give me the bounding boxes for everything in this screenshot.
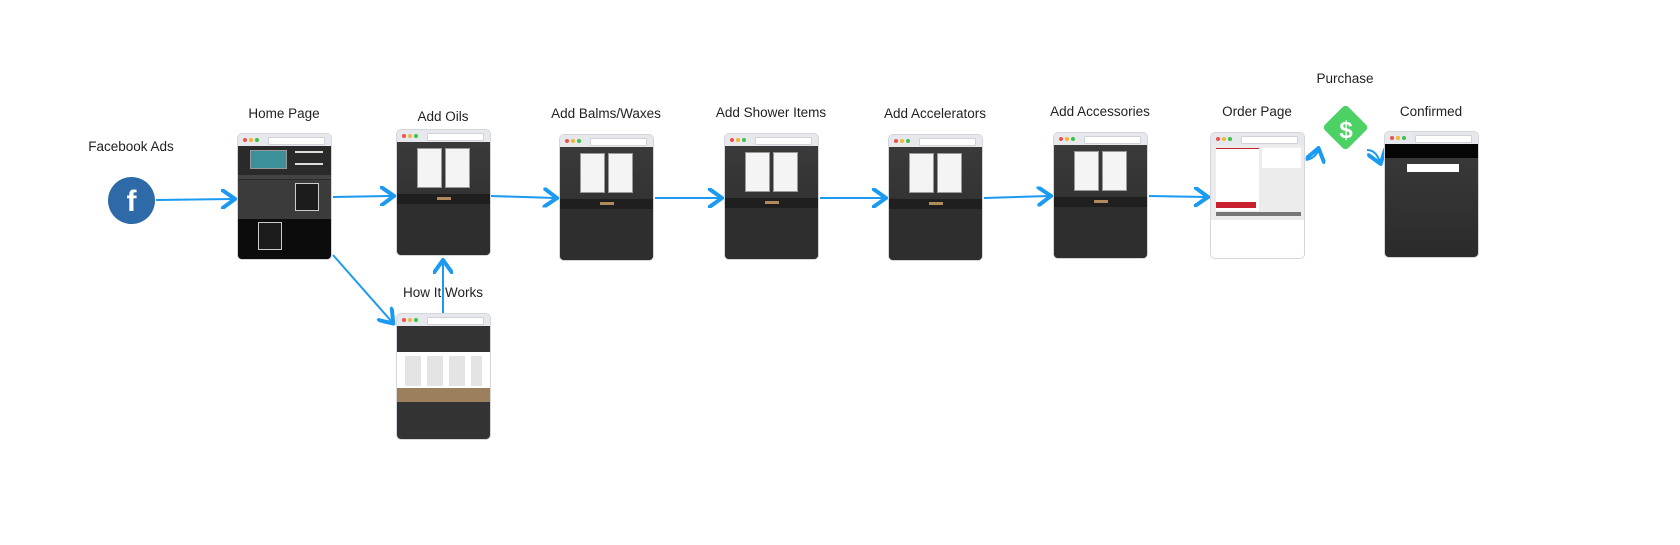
how-it-works-thumbnail[interactable] (396, 313, 491, 440)
arrow-order-purchase (1306, 150, 1318, 160)
accelerators-label: Add Accelerators (883, 106, 987, 121)
arrow-accessories-order (1148, 196, 1206, 197)
shower-label: Add Shower Items (715, 105, 827, 120)
home-page-thumbnail[interactable] (237, 133, 332, 260)
confirmed-label: Confirmed (1399, 104, 1463, 119)
confirmed-page-thumbnail[interactable] (1384, 131, 1479, 258)
balms-page-thumbnail[interactable] (559, 134, 654, 261)
accessories-label: Add Accessories (1050, 104, 1150, 119)
arrow-accelerators-accessories (983, 196, 1049, 198)
purchase-label: Purchase (1316, 71, 1374, 86)
accessories-page-thumbnail[interactable] (1053, 132, 1148, 259)
oils-page-thumbnail[interactable] (396, 129, 491, 256)
order-page-thumbnail[interactable] (1210, 132, 1305, 259)
facebook-ads-label: Facebook Ads (88, 139, 174, 154)
balms-label: Add Balms/Waxes (551, 106, 661, 121)
arrow-home-howitworks (332, 254, 392, 322)
arrow-oils-balms (490, 196, 555, 198)
facebook-icon: f (108, 177, 155, 224)
accelerators-page-thumbnail[interactable] (888, 134, 983, 261)
how-it-works-label: How It Works (402, 285, 483, 300)
arrow-purchase-confirmed (1367, 150, 1380, 162)
dollar-sign: $ (1339, 117, 1353, 144)
order-page-label: Order Page (1222, 104, 1292, 119)
arrow-home-oils (332, 196, 392, 197)
oils-label: Add Oils (417, 109, 469, 124)
home-page-label: Home Page (248, 106, 320, 121)
shower-page-thumbnail[interactable] (724, 133, 819, 260)
arrow-facebook-home (155, 199, 233, 200)
